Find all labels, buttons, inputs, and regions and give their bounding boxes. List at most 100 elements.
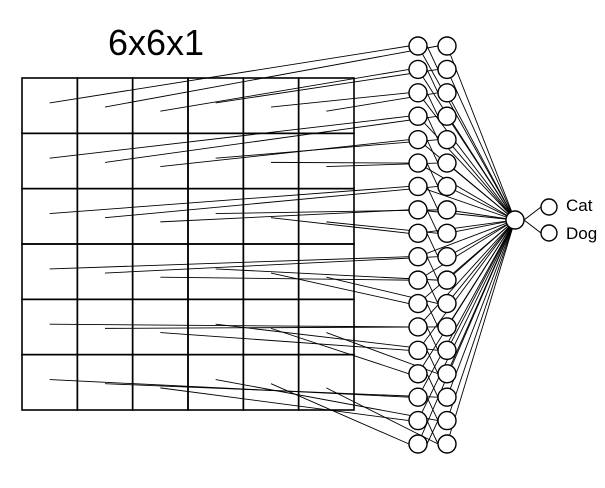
input-connection-line: [215, 209, 439, 215]
hidden-neuron: [437, 223, 457, 243]
hidden-neuron: [437, 153, 457, 173]
output-connection-line: [417, 115, 516, 221]
output-connection-line: [446, 219, 516, 445]
output-link-line: [523, 219, 542, 234]
grid-cell: [242, 353, 300, 411]
cross-connection-line: [426, 256, 439, 281]
input-connection-line: [270, 383, 410, 445]
input-connection-line: [160, 332, 410, 351]
grid-cell: [187, 243, 245, 301]
hidden-neuron: [437, 59, 457, 80]
grid-cell: [187, 298, 245, 356]
hidden-neuron: [437, 83, 457, 103]
grid-cell: [187, 353, 245, 411]
connection-lines: [49, 45, 516, 445]
cross-connection-line: [426, 326, 439, 351]
input-connection-line: [160, 387, 410, 422]
output-connection-line: [417, 219, 516, 328]
output-connection-line: [417, 92, 516, 221]
hidden-neuron: [437, 387, 457, 407]
output-connection-line: [446, 219, 516, 258]
hidden-neuron: [408, 410, 428, 431]
cross-connection-line: [426, 279, 439, 304]
grid-cell: [131, 298, 189, 356]
hidden-neuron: [408, 364, 428, 384]
cross-connection-line: [426, 350, 439, 374]
input-connection-line: [160, 68, 410, 112]
hidden-neuron: [408, 434, 428, 454]
hidden-neuron: [437, 317, 457, 337]
output-connection-line: [446, 139, 516, 221]
input-connection-line: [104, 115, 439, 163]
cross-connection-line: [426, 396, 439, 421]
output-connection-line: [417, 162, 516, 221]
grid-cell: [242, 77, 300, 135]
input-connection-line: [49, 115, 410, 159]
hidden-neuron: [437, 176, 457, 197]
hidden-neuron: [408, 106, 428, 126]
input-connection-line: [104, 186, 439, 219]
output-connection-line: [446, 219, 516, 398]
hidden-neurons: [408, 36, 457, 454]
grid-cell: [131, 77, 189, 135]
output-connection-line: [446, 219, 516, 374]
hidden-neuron: [437, 247, 457, 267]
grid-cell: [131, 187, 189, 245]
input-connection-line: [270, 327, 410, 375]
input-connection-line: [215, 268, 439, 281]
output-connection-line: [446, 219, 516, 328]
hidden-neuron: [408, 317, 428, 337]
input-connection-line: [215, 323, 439, 351]
cross-connection-line: [426, 162, 439, 187]
output-layer: [505, 198, 558, 242]
input-connection-line: [215, 139, 439, 159]
hidden-neuron: [408, 59, 428, 80]
grid-cell: [21, 187, 79, 245]
cross-connection-line: [426, 45, 439, 70]
grid-cell: [297, 243, 355, 301]
cross-connection-line: [426, 420, 439, 445]
hidden-neuron: [408, 387, 428, 407]
input-connection-line: [270, 272, 410, 304]
hidden-neuron: [408, 223, 428, 243]
output-connection-line: [446, 219, 516, 421]
hidden-neuron: [437, 106, 457, 126]
output-connection-line: [417, 219, 516, 258]
hidden-neuron: [437, 293, 457, 314]
output-connection-line: [417, 219, 516, 281]
hidden-neuron: [408, 247, 428, 267]
output-connection-line: [446, 219, 516, 234]
grid-cell: [21, 353, 79, 411]
grid-cell: [21, 243, 79, 301]
output-connection-line: [446, 219, 516, 281]
output-connection-line: [446, 69, 516, 221]
output-connection-line: [446, 115, 516, 221]
input-connection-line: [270, 217, 410, 234]
input-connection-line: [160, 209, 410, 223]
grid-cell: [76, 77, 134, 135]
input-connection-line: [270, 92, 410, 108]
output-connection-line: [446, 219, 516, 304]
grid-cell: [131, 353, 189, 411]
aggregate-node: [505, 210, 525, 230]
diagram-title: 6x6x1: [108, 22, 205, 63]
output-connection-line: [417, 219, 516, 351]
grid-cell: [21, 298, 79, 356]
hidden-neuron: [408, 36, 428, 56]
output-connection-line: [417, 186, 516, 221]
output-connection-line: [417, 209, 516, 221]
hidden-neuron: [408, 200, 428, 220]
cross-connection-line: [426, 209, 439, 234]
input-grid: [21, 77, 355, 411]
input-connection-line: [104, 326, 439, 329]
hidden-neuron: [437, 434, 457, 454]
grid-cell: [21, 132, 79, 190]
hidden-neuron: [437, 270, 457, 290]
grid-cell: [297, 353, 355, 411]
input-connection-line: [160, 276, 410, 281]
output-connection-line: [446, 186, 516, 221]
hidden-neuron: [437, 200, 457, 220]
grid-cell: [297, 132, 355, 190]
input-connection-line: [49, 256, 410, 270]
